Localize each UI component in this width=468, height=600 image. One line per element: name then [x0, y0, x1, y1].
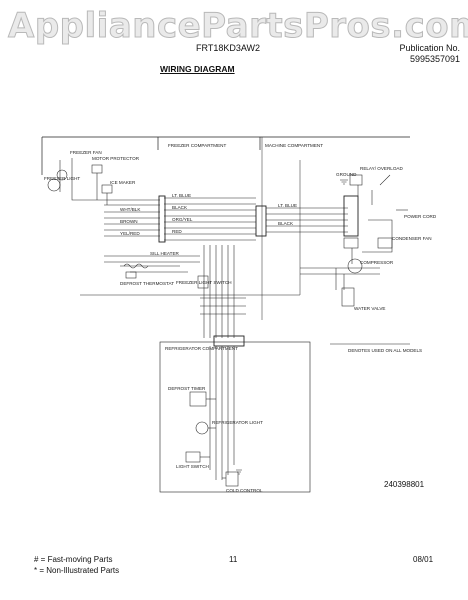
publication-info: Publication No. 5995357091	[368, 43, 460, 65]
refrigerator-light-label: REFRIGERATOR LIGHT	[212, 420, 263, 425]
wire-label: ORG/YEL	[172, 217, 193, 222]
freezer-fan-label: FREEZER FAN	[70, 150, 102, 155]
freezer-compartment-label: FREEZER COMPARTMENT	[168, 143, 227, 148]
footer-date: 08/01	[413, 555, 434, 564]
freezer-light-switch-label: FREEZER LIGHT SWITCH	[176, 280, 232, 285]
defrost-thermostat-label: DEFROST THERMOSTAT	[120, 281, 175, 286]
water-valve-label: WATER VALVE	[354, 306, 386, 311]
light-switch-label: LIGHT SWITCH	[176, 464, 209, 469]
defrost-timer-label: DEFROST TIMER	[168, 386, 206, 391]
refrigerator-frame	[159, 341, 311, 493]
appliancepartspros-watermark: AppliancePartsPros.com	[7, 6, 468, 47]
machine-compartment-label: MACHINE COMPARTMENT	[265, 143, 324, 148]
publication-label: Publication No.	[399, 43, 460, 53]
refrigerator-compartment-label: REFRIGERATOR COMPARTMENT	[165, 346, 238, 351]
ground-symbol-fridge	[236, 469, 242, 475]
diagram-number: 240398801	[384, 480, 425, 489]
freezer-bottom-line	[80, 160, 301, 296]
ground-symbol-machine	[340, 179, 348, 185]
freezer-light-label: FREEZER LIGHT	[44, 176, 81, 181]
fast-moving-note: # = Fast-moving Parts	[34, 555, 113, 564]
condenser-fan-label: CONDENSER FAN	[392, 236, 432, 241]
motor-protector-label: MOTOR PROTECTOR	[92, 156, 140, 161]
page-number: 11	[229, 555, 238, 564]
ice-maker-label: ICE MAKER	[110, 180, 136, 185]
relay-overload-label: RELAY/ OVERLOAD	[360, 166, 403, 171]
power-cord-label: POWER CORD	[404, 214, 437, 219]
non-illustrated-note: * = Non-Illustrated Parts	[34, 566, 120, 575]
wire-label: YEL/RED	[120, 231, 140, 236]
page-title: WIRING DIAGRAM	[160, 64, 235, 74]
model-number: FRT18KD3AW2	[196, 43, 261, 53]
wire-label: BLACK	[278, 221, 294, 226]
sill-heater-label: SILL HEATER	[150, 251, 179, 256]
compressor-label: COMPRESSOR	[360, 260, 394, 265]
publication-number: 5995357091	[409, 54, 460, 64]
wire-label: BLACK	[172, 205, 188, 210]
cold-control-label: COLD CONTROL	[226, 488, 263, 493]
wire-label: WHT/BLK	[120, 207, 141, 212]
wire-label: RED	[172, 229, 182, 234]
ground-label: GROUND	[336, 172, 357, 177]
note-label: DENOTES USED ON ALL MODELS	[348, 348, 423, 353]
compartment-divider-top	[157, 137, 261, 150]
wire-label: BROWN	[120, 219, 138, 224]
footer-legend: # = Fast-moving Parts * = Non-Illustrate…	[34, 554, 119, 576]
wire-label: LT. BLUE	[172, 193, 192, 198]
wire-label: LT. BLUE	[278, 203, 298, 208]
